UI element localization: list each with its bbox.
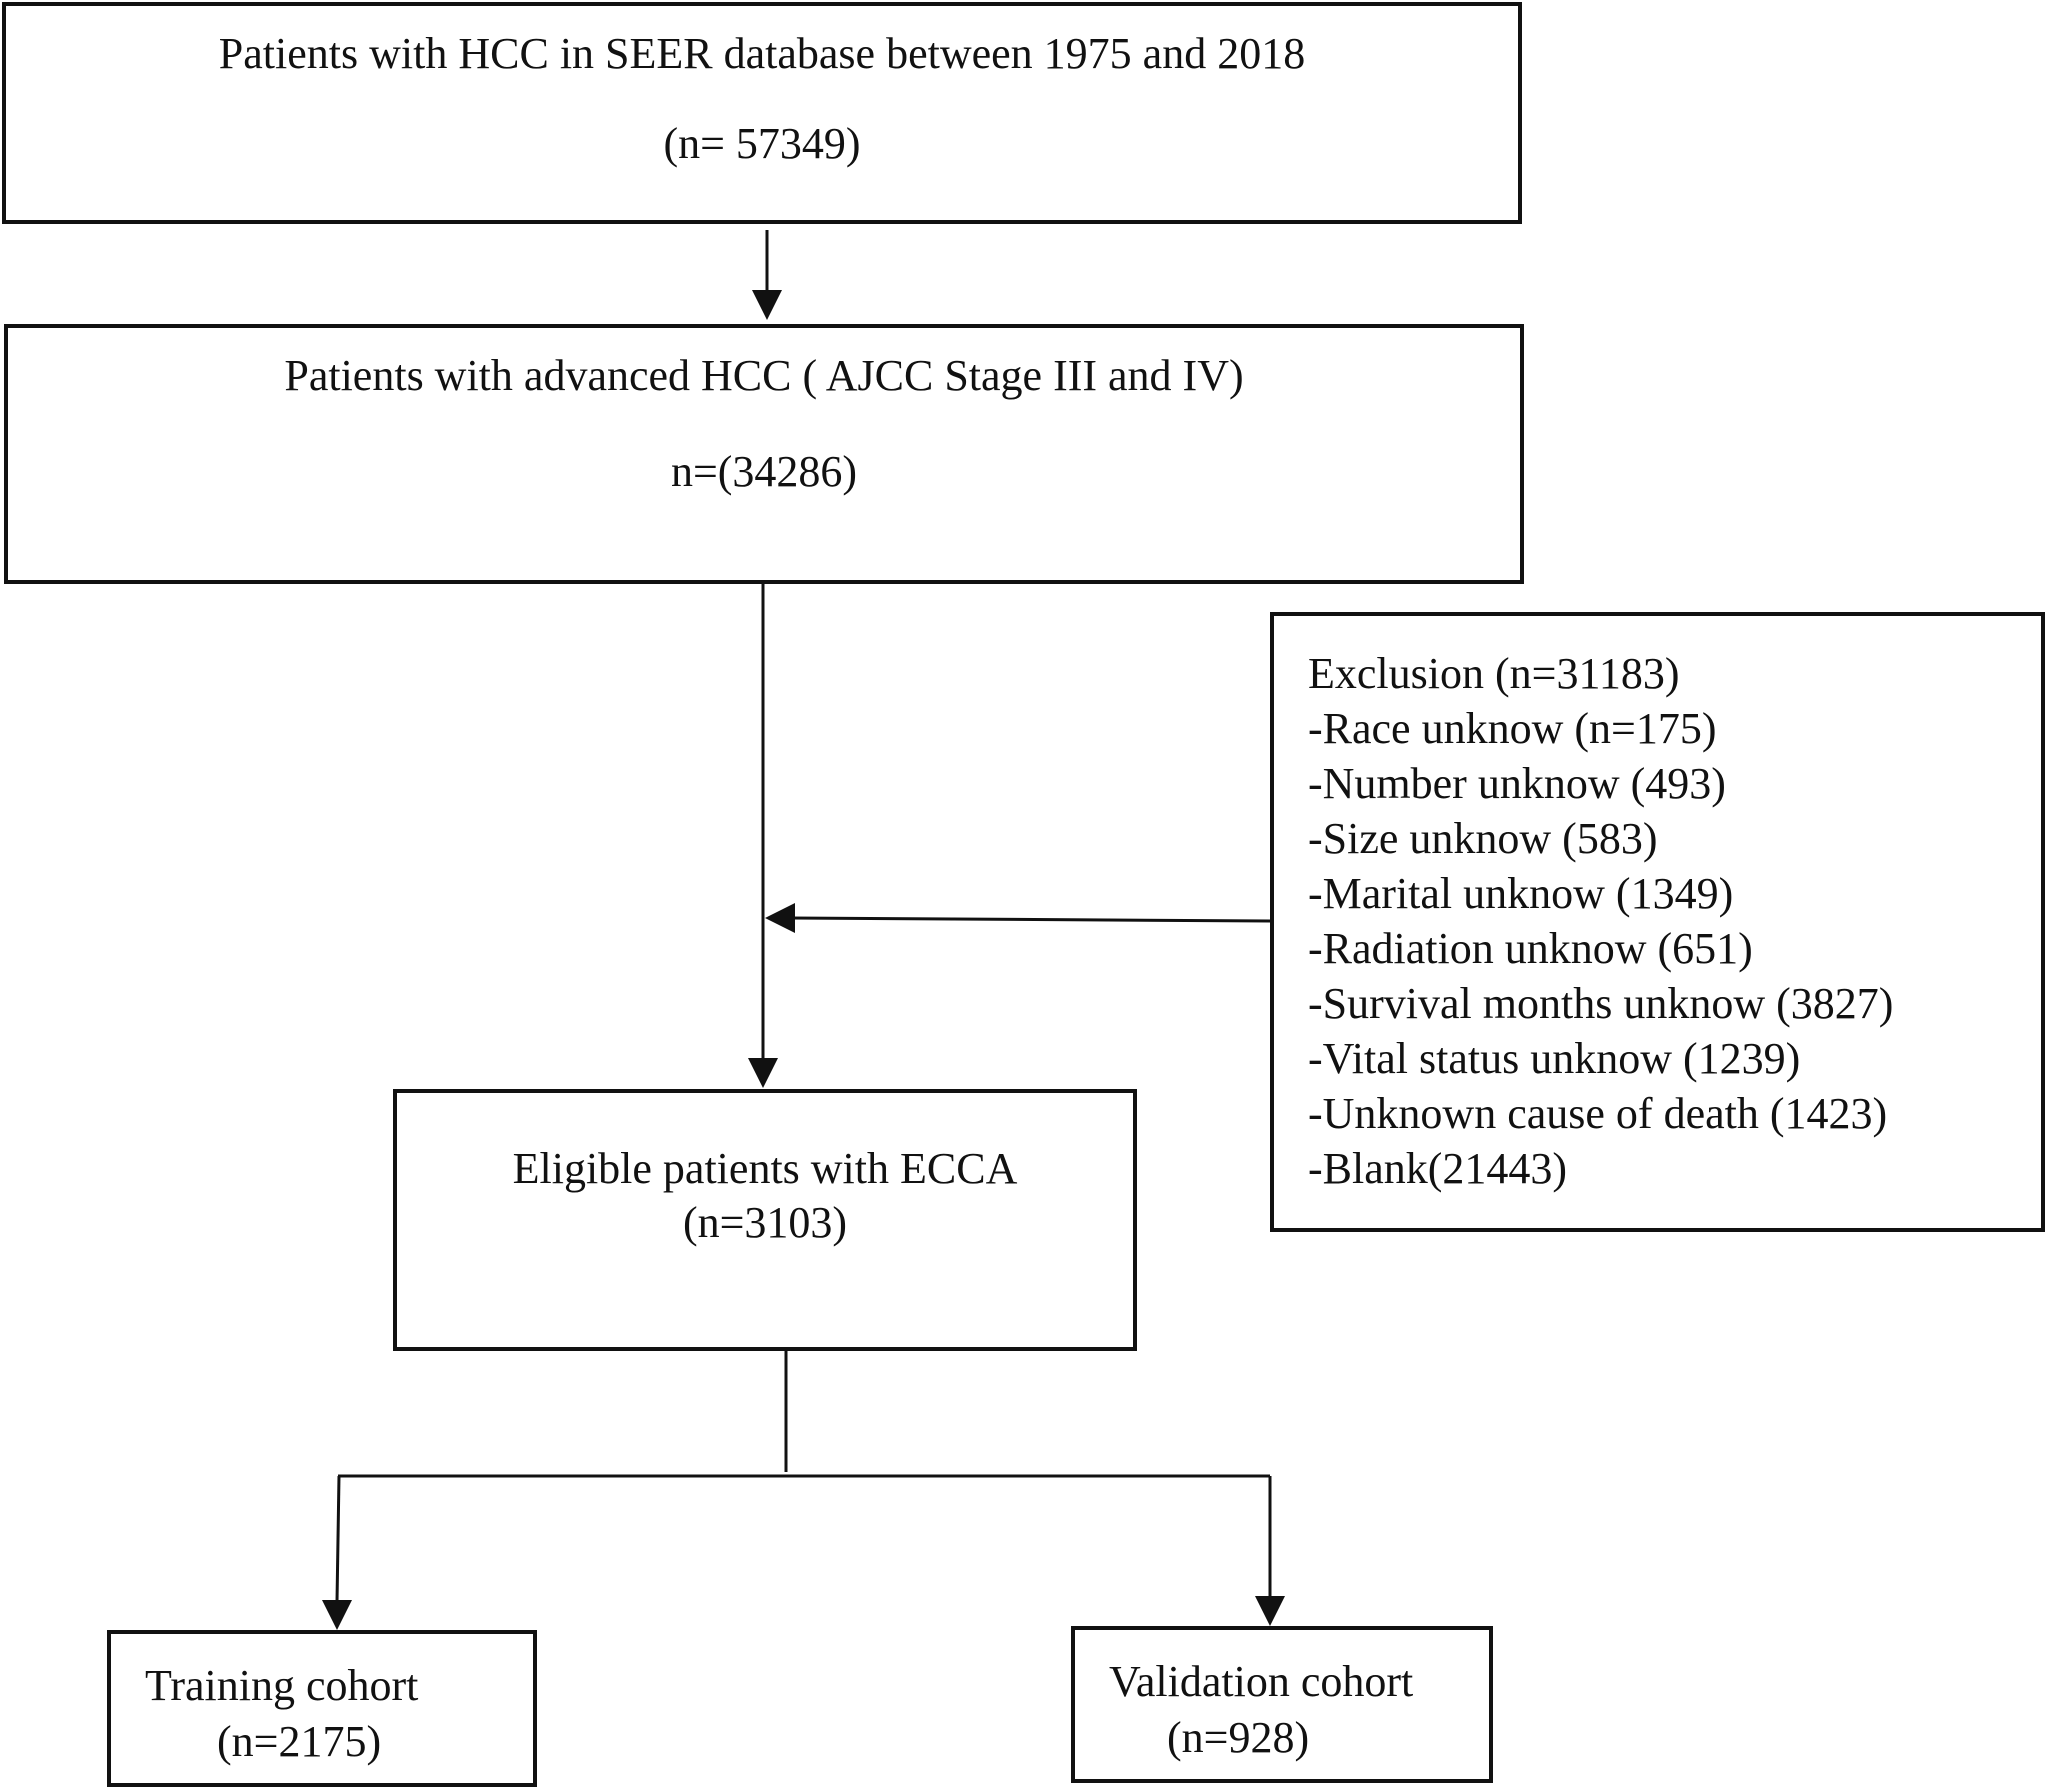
seer-box-line1: Patients with HCC in SEER database betwe… [218,29,1306,78]
exclusion-item-survival: -Survival months unknow (3827) [1308,979,1894,1028]
advanced-box-line2: n=(34286) [670,447,858,496]
eligible-box-line2: (n=3103) [682,1198,848,1247]
training-box: Training cohort (n=2175) [107,1630,537,1787]
eligible-box-line1: Eligible patients with ECCA [512,1144,1018,1193]
exclusion-item-marital: -Marital unknow (1349) [1308,869,1734,918]
exclusion-item-blank: -Blank(21443) [1308,1144,1568,1193]
advanced-box: Patients with advanced HCC ( AJCC Stage … [4,324,1524,584]
validation-box-line2: (n=928) [1167,1713,1310,1762]
exclusion-item-race: -Race unknow (n=175) [1308,704,1717,753]
exclusion-box: Exclusion (n=31183) -Race unknow (n=175)… [1270,612,2045,1232]
exclusion-item-cause: -Unknown cause of death (1423) [1308,1089,1888,1138]
seer-box-line2: (n= 57349) [663,119,861,168]
exclusion-title: Exclusion (n=31183) [1308,649,1680,698]
validation-box: Validation cohort (n=928) [1071,1626,1493,1783]
exclusion-item-radiation: -Radiation unknow (651) [1308,924,1753,973]
exclusion-item-size: -Size unknow (583) [1308,814,1658,863]
eligible-box: Eligible patients with ECCA (n=3103) [393,1089,1137,1351]
exclusion-item-vital: -Vital status unknow (1239) [1308,1034,1801,1083]
validation-box-line1: Validation cohort [1109,1657,1414,1706]
training-box-line1: Training cohort [145,1661,419,1710]
arrow-exclusion-to-main [789,916,1271,923]
training-box-line2: (n=2175) [217,1717,382,1766]
advanced-box-line1: Patients with advanced HCC ( AJCC Stage … [284,351,1244,400]
exclusion-item-number: -Number unknow (493) [1308,759,1726,808]
seer-box: Patients with HCC in SEER database betwe… [2,2,1522,224]
arrow-to-training [335,1475,341,1603]
